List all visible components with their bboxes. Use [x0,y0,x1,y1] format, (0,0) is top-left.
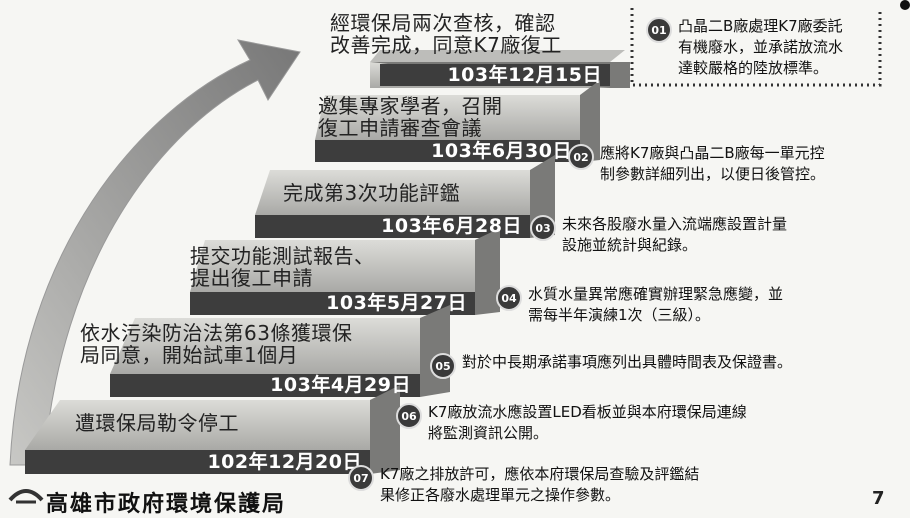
number-badge-icon: 05 [430,353,456,379]
number-badge-icon: 06 [396,403,422,429]
step-6-date: 103年12月15日 [447,64,602,86]
note-02-text: 應將K7廠與凸晶二B廠每一單元控 制參數詳細列出，以便日後管控。 [600,144,826,183]
step-5 [315,80,600,162]
number-badge-icon: 07 [348,465,374,491]
step-2-text: 依水污染防治法第63條獲環保 局同意，開始試車1個月 [80,321,353,367]
page-number: 7 [872,488,885,509]
callout-dotted-line [630,8,882,87]
note-01: 01 凸晶二B廠處理K7廠委託 有機廢水，並承諾放流水 達較嚴格的陸放標準。 [646,16,843,79]
agency-logo-icon [8,489,44,504]
note-05: 05 對於中長期承諾事項應列出具體時間表及保證書。 [430,352,792,379]
note-01-text: 凸晶二B廠處理K7廠委託 有機廢水，並承諾放流水 達較嚴格的陸放標準。 [678,17,844,77]
note-04-text: 水質水量異常應確實辦理緊急應變，並 需每半年演練1次（三級）。 [528,285,784,324]
note-04: 04 水質水量異常應確實辦理緊急應變，並 需每半年演練1次（三級）。 [496,284,783,326]
arrow-icon [9,39,301,466]
step-5-text: 邀集專家學者，召開 復工申請審查會議 [318,94,503,140]
note-06: 06 K7廠放流水應設置LED看板並與本府環保局連線 將監測資訊公開。 [396,402,747,444]
number-badge-icon: 02 [568,144,594,170]
step-3-text: 提交功能測試報告、 提出復工申請 [190,244,375,290]
step-1 [25,385,400,474]
note-03-text: 未來各股廢水量入流端應設置計量 設施並統計與紀錄。 [562,215,788,254]
note-07-text: K7廠之排放許可，應依本府環保局查驗及評鑑結 果修正各廢水處理單元之操作參數。 [380,465,700,504]
organization-name: 高雄市政府環境保護局 [46,492,287,517]
step-2-date: 103年4月29日 [270,374,411,396]
step-6 [370,50,630,88]
step-3-date: 103年5月27日 [326,292,467,314]
step-3 [190,228,500,315]
note-02: 02 應將K7廠與凸晶二B廠每一單元控 制參數詳細列出，以便日後管控。 [568,143,825,185]
step-1-date: 102年12月20日 [207,451,362,473]
note-07: 07 K7廠之排放許可，應依本府環保局查驗及評鑑結 果修正各廢水處理單元之操作參… [348,464,699,506]
note-03: 03 未來各股廢水量入流端應設置計量 設施並統計與紀錄。 [530,214,787,256]
step-5-date: 103年6月30日 [431,140,572,162]
number-badge-icon: 04 [496,285,522,311]
note-06-text: K7廠放流水應設置LED看板並與本府環保局連線 將監測資訊公開。 [428,403,747,442]
step-4-date: 103年6月28日 [381,215,522,237]
step-6-text: 經環保局兩次查核，確認 改善完成，同意K7廠復工 [330,11,562,57]
number-badge-icon: 03 [530,215,556,241]
number-badge-icon: 01 [646,17,672,43]
step-4-text: 完成第3次功能評鑑 [283,181,461,205]
step-2 [110,305,450,397]
step-1-text: 遭環保局勒令停工 [75,411,239,435]
note-05-text: 對於中長期承諾事項應列出具體時間表及保證書。 [462,353,793,371]
